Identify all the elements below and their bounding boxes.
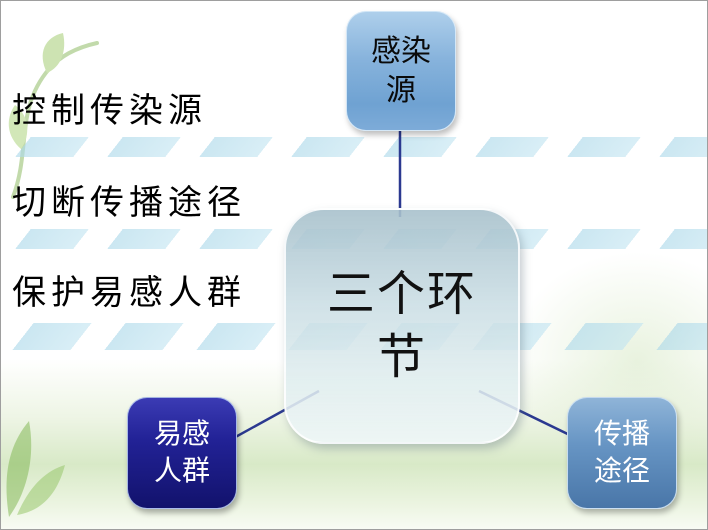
node-infection-source-label: 感染源 xyxy=(371,35,431,107)
node-transmission-route: 传播途径 xyxy=(567,397,677,509)
node-susceptible-group: 易感人群 xyxy=(127,397,237,509)
node-infection-source: 感染源 xyxy=(346,11,456,131)
node-three-links: 三个环节 xyxy=(284,208,520,444)
node-three-links-label: 三个环节 xyxy=(326,267,477,384)
label-control-infection-source: 控制传染源 xyxy=(12,92,207,130)
node-susceptible-group-label: 易感人群 xyxy=(153,418,210,486)
label-protect-susceptible-group: 保护易感人群 xyxy=(12,274,246,312)
leaf-decoration-bottom-left xyxy=(6,421,65,517)
label-cut-transmission-route: 切断传播途径 xyxy=(12,184,246,222)
node-transmission-route-label: 传播途径 xyxy=(593,418,650,486)
